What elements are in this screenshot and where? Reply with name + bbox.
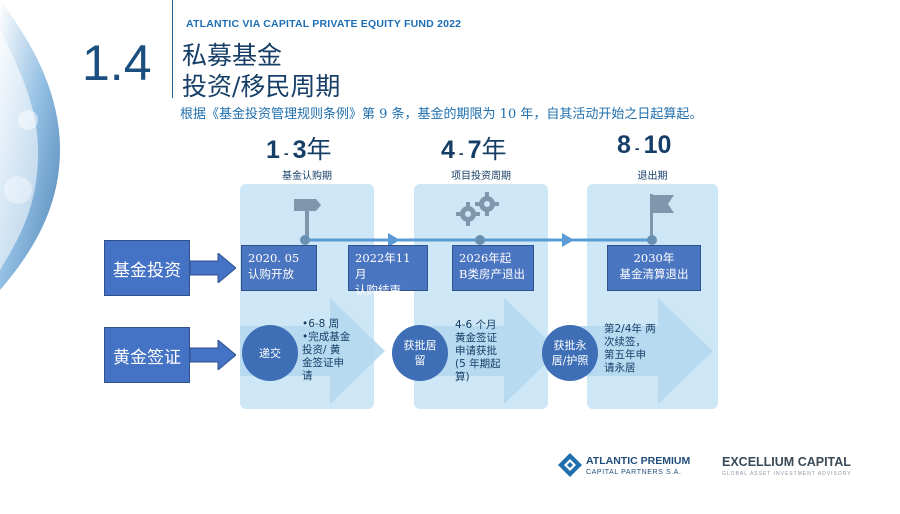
- timeline-event: B类房产退出: [459, 267, 525, 281]
- flag-icon: [650, 194, 674, 236]
- fund-name: ATLANTIC VIA CAPITAL PRIVATE EQUITY FUND…: [186, 18, 462, 30]
- timeline-event: 基金清算退出: [619, 267, 689, 281]
- visa-step-note-1: •6-8 周 •完成基金 投资/ 黄 金签证申 请: [302, 318, 351, 382]
- timeline-date: 2022年11月: [355, 251, 411, 281]
- page-title-line1: 私募基金: [182, 41, 283, 70]
- phase-years-1: 1-3年: [266, 135, 332, 164]
- section-number: 1.4: [82, 35, 152, 91]
- atlantic-logo-icon: [558, 453, 582, 477]
- page-subtitle: 根据《基金投资管理规则条例》第 9 条，基金的期限为 10 年，自其活动开始之日…: [180, 107, 703, 122]
- timeline-event: 认购开放: [248, 267, 294, 281]
- timeline-box-property-exit: 2026年起 B类房产退出: [452, 245, 534, 291]
- gears-icon: [456, 192, 499, 226]
- visa-step-arrow-2: [414, 298, 559, 404]
- phase-years-3: 8-10: [617, 131, 672, 159]
- atlantic-logo-name: ATLANTIC PREMIUM: [586, 455, 691, 467]
- phase-label-3: 退出期: [637, 171, 668, 182]
- signpost-icon: [294, 199, 321, 237]
- phase-label-1: 基金认购期: [282, 171, 332, 182]
- timeline-date: 2026年起: [459, 251, 512, 265]
- visa-step-arrow-3: [568, 298, 713, 404]
- decorative-swirl-image: [0, 0, 60, 290]
- visa-step-note-3: 第2/4年 两 次续签， 第五年申 请永居: [604, 323, 656, 374]
- atlantic-logo-subname: CAPITAL PARTNERS S.A.: [586, 469, 682, 476]
- visa-step-circle-residence: 获批居留: [392, 325, 448, 381]
- phase-years-2: 4-7年: [441, 135, 507, 164]
- timeline-box-subscription-close: 2022年11月 认购结束: [348, 245, 428, 297]
- timeline-box-subscription-open: 2020. 05 认购开放: [241, 245, 317, 291]
- row-arrow-golden-visa: [190, 340, 236, 370]
- row-arrow-fund-investment: [190, 253, 236, 283]
- header-divider: [172, 0, 173, 98]
- timeline-date: 2030年: [633, 251, 675, 265]
- visa-step-circle-submit: 递交: [242, 325, 298, 381]
- timeline-box-fund-liquidation: 2030年 基金清算退出: [607, 245, 701, 291]
- timeline-arrow: [300, 233, 657, 247]
- page-title-line2: 投资/移民周期: [182, 72, 341, 101]
- timeline-date: 2020. 05: [248, 251, 300, 265]
- phase-label-2: 项目投资周期: [451, 171, 511, 182]
- visa-step-note-2: 4-6 个月 黄金签证 申请获批 (5 年期起 算): [455, 319, 501, 383]
- visa-step-arrow-1: [240, 298, 385, 404]
- row-label-fund-investment: 基金投资: [104, 240, 190, 296]
- excellium-logo-name: EXCELLIUM CAPITAL: [722, 455, 851, 469]
- row-label-golden-visa: 黄金签证: [104, 327, 190, 383]
- timeline-event: 认购结束: [355, 283, 401, 297]
- visa-step-circle-permanent: 获批永居/护照: [542, 325, 598, 381]
- excellium-logo-tagline: GLOBAL ASSET INVESTMENT ADVISORY: [722, 471, 852, 477]
